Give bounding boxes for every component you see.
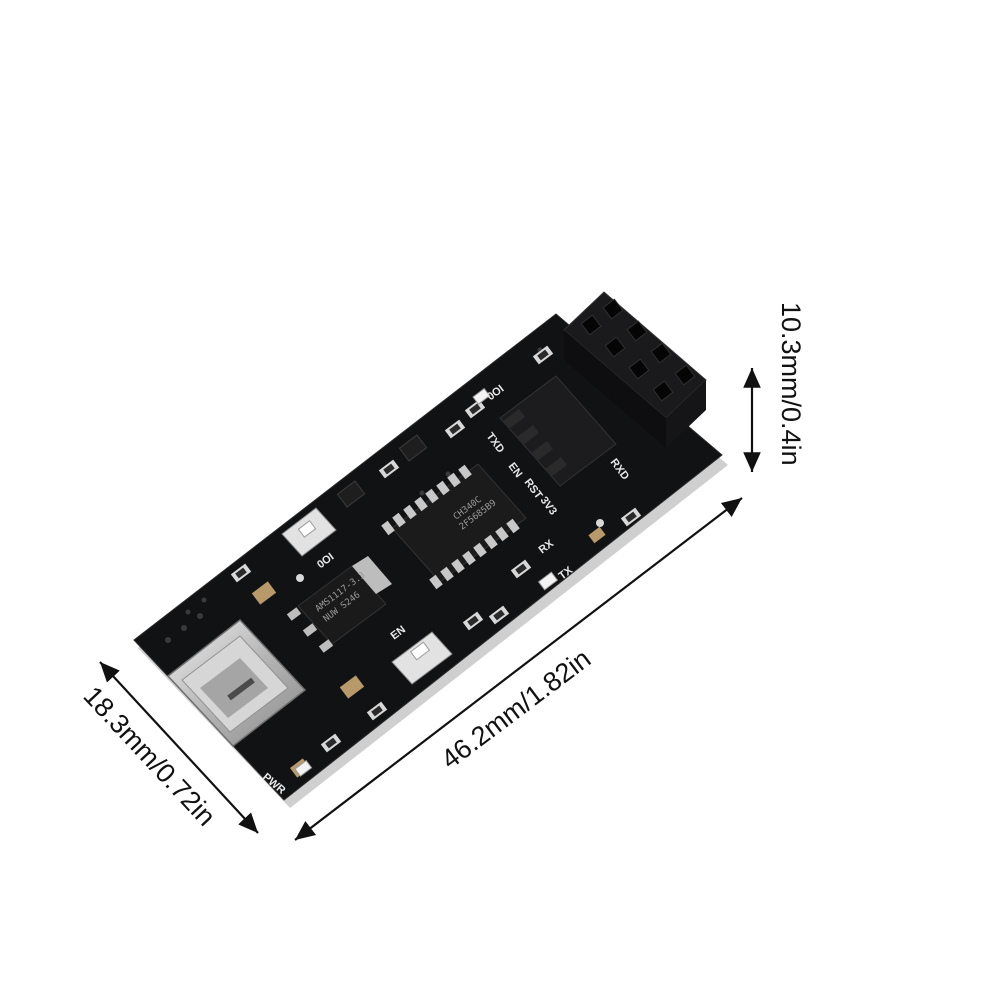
dimension-height-label: 10.3mm/0.4in bbox=[776, 302, 806, 466]
dimension-height: 10.3mm/0.4in bbox=[743, 302, 806, 472]
pin-header bbox=[499, 357, 617, 487]
usb-serial-chip: CH340C 2F5685B9 bbox=[381, 463, 527, 590]
smd-components bbox=[230, 345, 642, 778]
en-button[interactable] bbox=[391, 631, 453, 685]
usb-c-port[interactable] bbox=[166, 618, 307, 748]
female-socket bbox=[563, 291, 707, 448]
voltage-regulator: AMS1117-3.3 NUW S246 bbox=[286, 556, 392, 653]
io0-button[interactable] bbox=[281, 507, 337, 557]
